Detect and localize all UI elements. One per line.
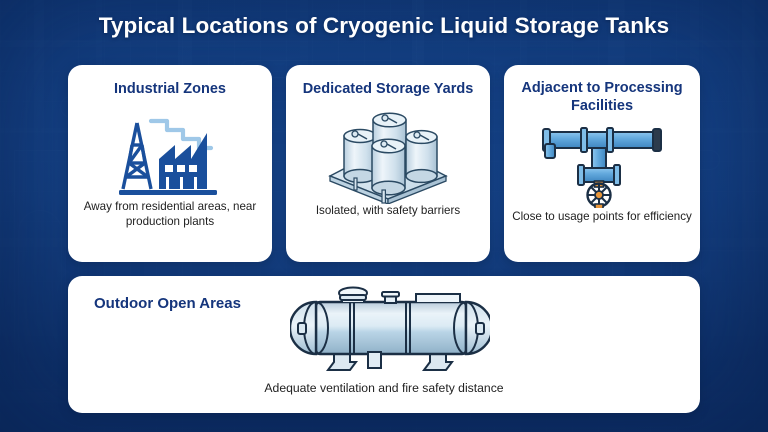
card-industrial-zones[interactable]: Industrial Zones	[68, 65, 272, 262]
card-body: Isolated, with safety barriers	[315, 203, 461, 217]
pipe-valve-icon	[504, 121, 700, 209]
card-body: Close to usage points for efficiency	[512, 210, 692, 224]
card-heading: Outdoor Open Areas	[94, 295, 241, 312]
card-body: Adequate ventilation and fire safety dis…	[264, 381, 504, 395]
card-heading: Industrial Zones	[114, 81, 226, 97]
page-title: Typical Locations of Cryogenic Liquid St…	[98, 13, 670, 38]
card-outdoor-open-areas[interactable]: Outdoor Open Areas	[68, 276, 700, 413]
card-heading: Dedicated Storage Yards	[302, 81, 474, 97]
storage-tanks-cluster-icon	[286, 101, 490, 204]
factory-derrick-icon	[68, 103, 272, 199]
card-heading: Adjacent to Processing Facilities	[521, 80, 683, 114]
card-body: Away from residential areas, near produc…	[83, 199, 257, 229]
card-dedicated-storage-yards[interactable]: Dedicated Storage Yards	[286, 65, 490, 262]
horizontal-storage-tank-icon	[288, 282, 494, 374]
card-adjacent-to-processing-facilities[interactable]: Adjacent to Processing Facilities	[504, 65, 700, 262]
